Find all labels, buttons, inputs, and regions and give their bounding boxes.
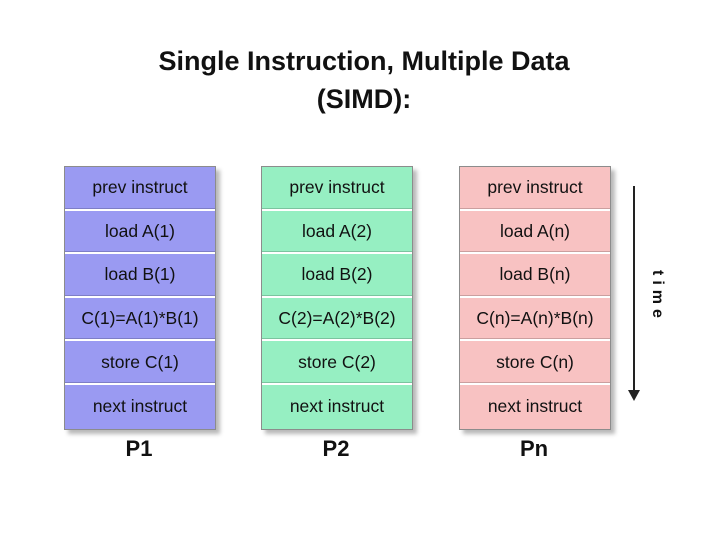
down-arrow-icon — [628, 390, 640, 401]
instruction-row: load A(2) — [262, 211, 412, 255]
diagram-title: Single Instruction, Multiple Data (SIMD)… — [0, 42, 728, 118]
time-axis-label: time — [649, 270, 666, 323]
processor-label-p2: P2 — [322, 436, 350, 461]
instruction-row: load A(n) — [460, 211, 610, 255]
instruction-row: load B(1) — [65, 254, 215, 298]
instruction-row: C(n)=A(n)*B(n) — [460, 298, 610, 342]
instruction-row: next instruct — [289, 396, 385, 417]
instruction-row: store C(2) — [262, 341, 412, 385]
instruction-row: C(1)=A(1)*B(1) — [65, 298, 215, 342]
processor-column-pn: prev instruct load A(n) load B(n) C(n)=A… — [459, 166, 611, 430]
processor-column-p1: prev instruct load A(1) load B(1) C(1)=A… — [64, 166, 216, 430]
instruction-row: prev instruct — [262, 167, 412, 211]
processor-label-pn: Pn — [519, 436, 549, 461]
instruction-row: store C(1) — [65, 341, 215, 385]
processor-column-p2: prev instruct load A(2) load B(2) C(2)=A… — [261, 166, 413, 430]
instruction-row: load B(n) — [460, 254, 610, 298]
instruction-row: C(2)=A(2)*B(2) — [262, 298, 412, 342]
instruction-row: prev instruct — [65, 167, 215, 211]
title-line-1: Single Instruction, Multiple Data — [158, 46, 570, 76]
title-line-2: (SIMD): — [316, 84, 412, 114]
instruction-row: next instruct — [92, 396, 188, 417]
instruction-row: prev instruct — [460, 167, 610, 211]
processor-label-p1: P1 — [125, 436, 153, 461]
instruction-row: store C(n) — [460, 341, 610, 385]
time-axis-line — [633, 186, 635, 392]
instruction-row: load B(2) — [262, 254, 412, 298]
instruction-row: load A(1) — [65, 211, 215, 255]
instruction-row: next instruct — [487, 396, 583, 417]
